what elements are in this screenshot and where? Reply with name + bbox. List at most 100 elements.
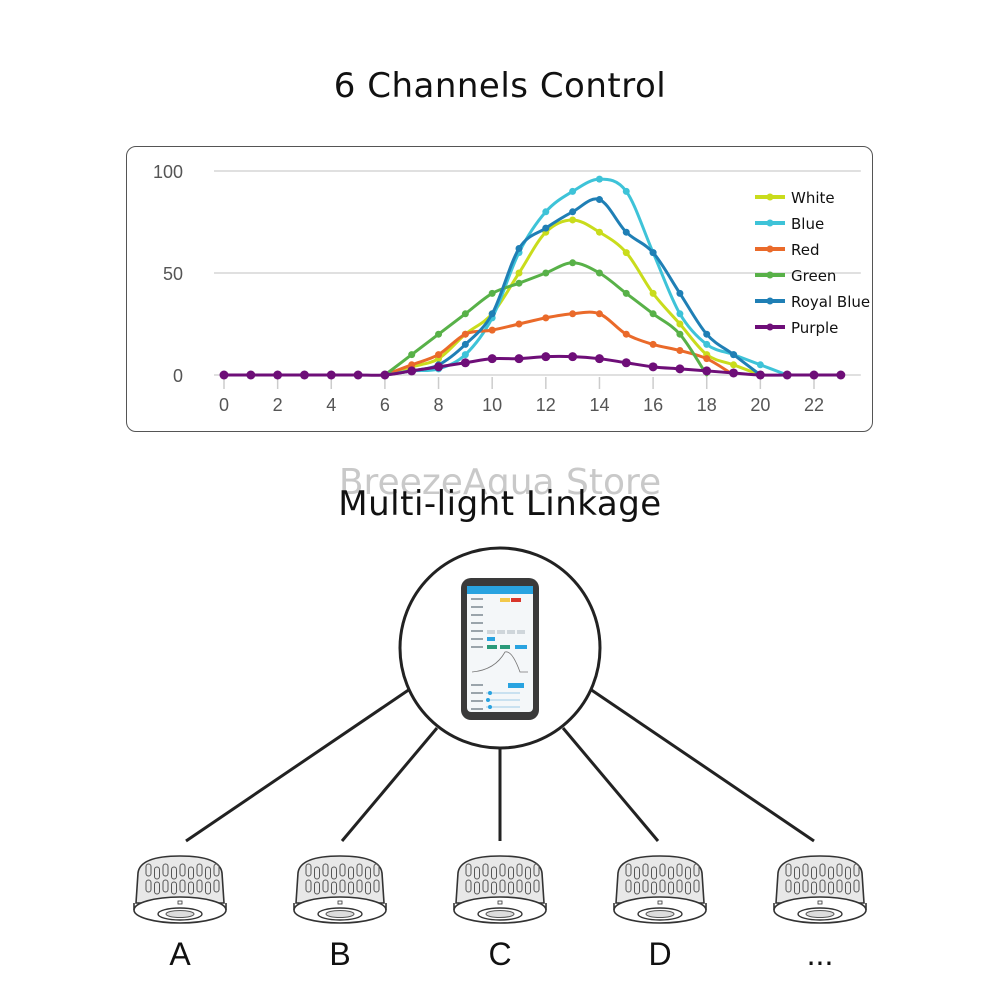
data-point [595, 228, 603, 236]
aquarium-light-icon [453, 855, 547, 924]
series-red [383, 310, 736, 377]
smartphone-icon [461, 578, 539, 720]
data-point [569, 216, 577, 224]
data-point [435, 330, 443, 338]
data-point [542, 269, 550, 277]
data-point [542, 314, 550, 322]
chart-title: 6 Channels Control [333, 66, 667, 106]
data-point [326, 370, 336, 380]
x-tick-label: 6 [380, 395, 390, 415]
x-tick-label: 2 [273, 395, 283, 415]
legend-label: Green [791, 267, 836, 285]
legend-item: Purple [755, 319, 838, 337]
data-point [461, 330, 469, 338]
section-title: Multi-light Linkage [338, 484, 662, 524]
x-tick-label: 16 [643, 395, 663, 415]
data-point [595, 196, 603, 204]
x-tick-label: 20 [750, 395, 770, 415]
data-point [622, 187, 630, 195]
data-point [729, 368, 739, 378]
data-point [569, 208, 577, 216]
data-point [676, 310, 684, 318]
data-point [676, 289, 684, 297]
x-tick-label: 18 [697, 395, 717, 415]
data-point [488, 326, 496, 334]
legend-label: Royal Blue [791, 293, 870, 311]
legend-label: Red [791, 241, 820, 259]
data-point [460, 358, 470, 368]
data-point [782, 370, 792, 380]
aquarium-light-icon [293, 855, 387, 924]
light-label: D [648, 936, 672, 972]
data-point [703, 340, 711, 348]
y-tick-label: 100 [153, 162, 183, 182]
data-point [353, 370, 363, 380]
data-point [408, 361, 416, 369]
data-point [488, 310, 496, 318]
data-point [649, 310, 657, 318]
data-point [541, 352, 551, 362]
data-point [675, 364, 685, 374]
data-point [622, 330, 630, 338]
data-point [702, 366, 712, 376]
data-point [408, 351, 416, 359]
aquarium-light-icon [133, 855, 227, 924]
data-point [756, 361, 764, 369]
x-tick-label: 14 [589, 395, 609, 415]
aquarium-light-icon [613, 855, 707, 924]
series-green [383, 259, 709, 377]
data-point [542, 208, 550, 216]
data-point [703, 355, 711, 363]
x-tick-label: 0 [219, 395, 229, 415]
data-point [407, 366, 417, 376]
data-point [648, 362, 658, 372]
data-point [514, 354, 524, 364]
x-tick-label: 10 [482, 395, 502, 415]
legend-item: Red [755, 241, 820, 259]
connector-lines [185, 687, 815, 843]
x-tick-label: 12 [536, 395, 556, 415]
data-point [515, 320, 523, 328]
light-label: ... [806, 936, 834, 972]
data-point [595, 269, 603, 277]
data-point [836, 370, 846, 380]
data-point [595, 310, 603, 318]
legend-item: White [755, 189, 835, 207]
x-tick-label: 22 [804, 395, 824, 415]
data-point [676, 330, 684, 338]
series-purple [219, 352, 846, 380]
data-point [755, 370, 765, 380]
light-label: C [488, 936, 512, 972]
data-point [246, 370, 256, 380]
light-label: A [169, 936, 191, 972]
legend-label: Blue [791, 215, 824, 233]
data-point [730, 361, 738, 369]
data-point [649, 340, 657, 348]
data-point [730, 351, 738, 359]
data-point [676, 347, 684, 355]
data-point [569, 310, 577, 318]
data-point [542, 224, 550, 232]
y-tick-label: 0 [173, 366, 183, 386]
data-point [649, 289, 657, 297]
x-tick-label: 8 [434, 395, 444, 415]
data-point [703, 330, 711, 338]
x-tick-label: 4 [326, 395, 336, 415]
data-point [621, 358, 631, 368]
data-point [273, 370, 283, 380]
data-point [434, 362, 444, 372]
light-label: B [329, 936, 351, 972]
data-point [299, 370, 309, 380]
data-point [488, 289, 496, 297]
legend-item: Green [755, 267, 836, 285]
watermark: BreezeAqua Store [338, 462, 662, 503]
data-point [487, 354, 497, 364]
data-point [622, 289, 630, 297]
series-blue [383, 175, 789, 377]
data-point [569, 259, 577, 267]
data-point [622, 228, 630, 236]
data-point [380, 370, 390, 380]
